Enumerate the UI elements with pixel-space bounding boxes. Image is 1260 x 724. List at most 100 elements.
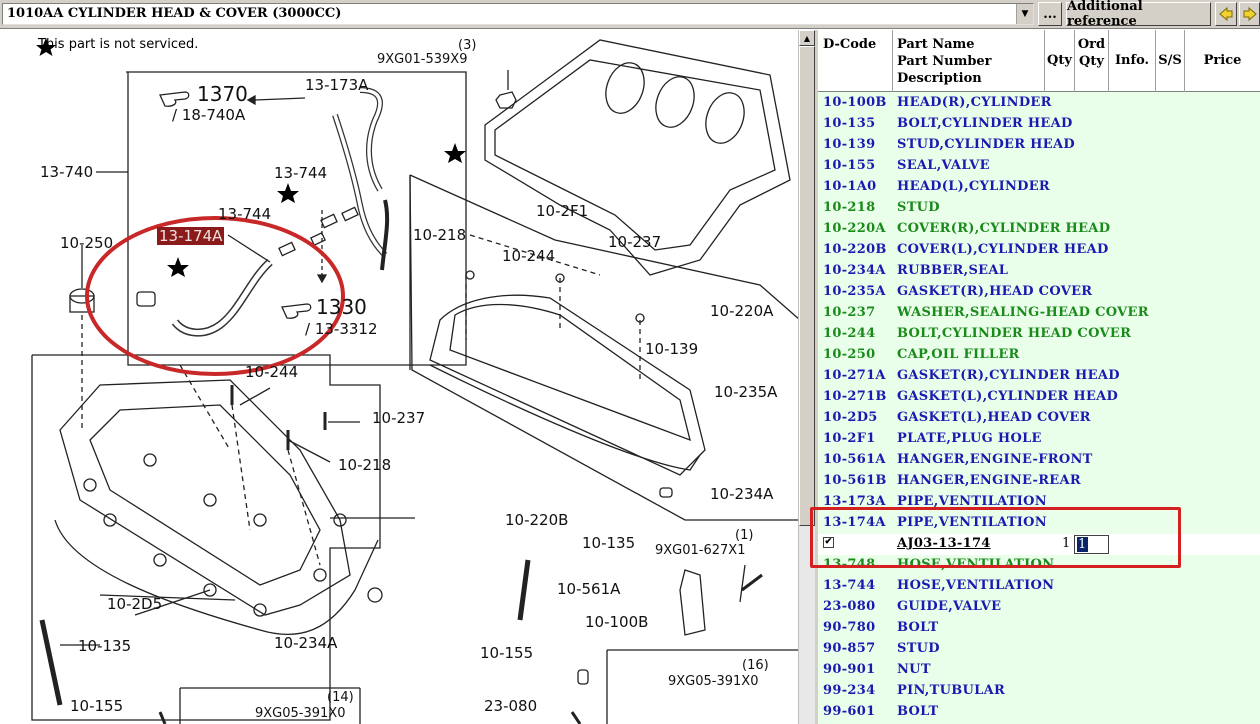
callout-13-740[interactable]: 13-740 (40, 163, 94, 181)
part-dcode: 23-080 (823, 599, 876, 614)
callout-13-173a[interactable]: 13-173A (305, 76, 369, 94)
callout-10-155[interactable]: 10-155 (480, 644, 534, 662)
order-qty-input[interactable]: 1 (1074, 535, 1109, 554)
callout-10-135[interactable]: 10-135 (78, 637, 132, 655)
next-button[interactable] (1239, 2, 1260, 26)
callout-10-250[interactable]: 10-250 (60, 234, 114, 252)
ord-qty-header-label: Qty (1079, 54, 1104, 69)
callout-9xg01-539x9[interactable]: 9XG01-539X9 (377, 52, 468, 67)
part-name: RUBBER,SEAL (897, 263, 1009, 278)
table-row[interactable]: 10-2D5 GASKET(L),HEAD COVER (818, 408, 1260, 429)
callout-10-561a[interactable]: 10-561A (557, 580, 621, 598)
additional-reference-button[interactable]: Additional reference (1066, 0, 1211, 29)
chevron-down-icon[interactable]: ▼ (1016, 4, 1033, 24)
description-header-label: Description (897, 71, 982, 86)
callout-10-100b[interactable]: 10-100B (585, 613, 649, 631)
exploded-parts-diagram[interactable]: This part is not serviced. 9XG01-539X9 (… (0, 30, 798, 724)
part-name: PIN,TUBULAR (897, 683, 1006, 698)
callout-10-218[interactable]: 10-218 (413, 226, 467, 244)
callout-10-155[interactable]: 10-155 (70, 697, 124, 715)
callout-10-2d5[interactable]: 10-2D5 (107, 595, 163, 613)
callout-1370[interactable]: 1370 (197, 82, 248, 106)
column-header-price[interactable]: Price (1185, 30, 1260, 92)
callout-10-244[interactable]: 10-244 (502, 247, 556, 265)
callout-18-740a[interactable]: / 18-740A (172, 106, 246, 124)
callout-9xg01-627x1[interactable]: 9XG01-627X1 (655, 543, 746, 558)
part-number-link[interactable]: AJ03-13-174 (897, 536, 991, 551)
callout-10-234a[interactable]: 10-234A (710, 485, 774, 503)
diagram-scrollbar[interactable]: ▲ (798, 30, 815, 724)
part-dcode: 10-2D5 (823, 410, 878, 425)
table-row[interactable]: 23-080 GUIDE,VALVE (818, 597, 1260, 618)
callout-13-3312[interactable]: / 13-3312 (305, 320, 378, 338)
callout-10-244[interactable]: 10-244 (245, 363, 299, 381)
callout-10-2f1[interactable]: 10-2F1 (536, 202, 589, 220)
column-header-dcode[interactable]: D-Code (818, 30, 893, 92)
part-name: HOSE,VENTILATION (897, 578, 1055, 593)
callout-9xg05-391x0[interactable]: 9XG05-391X0 (255, 706, 346, 721)
scroll-up-icon[interactable]: ▲ (799, 30, 815, 46)
callout-1330[interactable]: 1330 (316, 295, 367, 319)
pane-splitter[interactable] (815, 30, 818, 724)
callout-23-080[interactable]: 23-080 (484, 697, 538, 715)
previous-button[interactable] (1215, 2, 1237, 26)
callout-13-744[interactable]: 13-744 (274, 164, 328, 182)
part-name: GASKET(L),HEAD COVER (897, 410, 1091, 425)
callout-13-744[interactable]: 13-744 (218, 205, 272, 223)
callout-10-220b[interactable]: 10-220B (505, 511, 569, 529)
part-dcode: 10-235A (823, 284, 886, 299)
callout-10-237[interactable]: 10-237 (372, 409, 426, 427)
callout-10-237[interactable]: 10-237 (608, 233, 662, 251)
part-dcode: 10-271A (823, 368, 886, 383)
callout-9xg05-391x0[interactable]: 9XG05-391X0 (668, 674, 759, 689)
part-detail-row[interactable]: ✔ AJ03-13-174 1 1 (818, 534, 1260, 555)
part-name: WASHER,SEALING-HEAD COVER (897, 305, 1149, 320)
callout-10-139[interactable]: 10-139 (645, 340, 699, 358)
part-select-checkbox[interactable]: ✔ (823, 537, 834, 548)
ord-header-label: Ord (1077, 37, 1106, 52)
callout-10-235a[interactable]: 10-235A (714, 383, 778, 401)
parts-group-select[interactable]: 1010AA CYLINDER HEAD & COVER (3000CC) ▼ (2, 3, 1034, 25)
callout-13-174a-highlighted[interactable]: 13-174A (157, 227, 225, 245)
column-header-part-name[interactable]: Part Name Part Number Description (893, 30, 1045, 92)
part-dcode: 90-857 (823, 641, 876, 656)
column-header-qty[interactable]: Qty (1045, 30, 1075, 92)
part-name: GUIDE,VALVE (897, 599, 1002, 614)
callout-10-218[interactable]: 10-218 (338, 456, 392, 474)
column-header-ord-qty[interactable]: Ord Qty (1075, 30, 1109, 92)
scrollbar-thumb[interactable] (799, 46, 815, 526)
callout-10-220a[interactable]: 10-220A (710, 302, 774, 320)
callout-10-135[interactable]: 10-135 (582, 534, 636, 552)
column-header-ss[interactable]: S/S (1156, 30, 1185, 92)
browse-button[interactable]: ... (1038, 2, 1062, 26)
callout-10-234a[interactable]: 10-234A (274, 634, 338, 652)
column-header-info[interactable]: Info. (1109, 30, 1156, 92)
